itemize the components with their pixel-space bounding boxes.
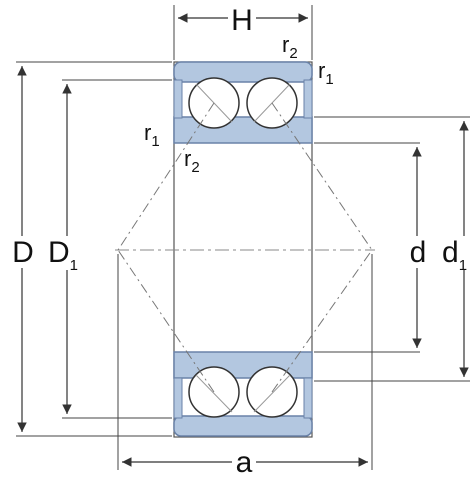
inner-ring-bottom — [173, 351, 313, 379]
label-r1-left: r1 — [144, 120, 160, 150]
lower-bearing-section — [173, 351, 313, 437]
outer-ring-bottom — [173, 415, 313, 437]
label-D1: D1 — [48, 236, 78, 274]
label-r1-top: r1 — [318, 58, 334, 88]
contact-angle-lines — [117, 102, 373, 393]
extension-lines — [16, 5, 470, 470]
label-a: a — [236, 446, 253, 477]
label-D: D — [12, 236, 34, 269]
upper-bearing-section — [173, 61, 313, 144]
label-d1: d1 — [442, 236, 467, 274]
outer-ring-top — [173, 61, 313, 83]
label-r2-top: r2 — [282, 32, 298, 62]
label-r2-left: r2 — [184, 146, 200, 176]
label-d: d — [410, 236, 427, 269]
label-H: H — [231, 4, 253, 37]
inner-ring-top — [173, 116, 313, 144]
